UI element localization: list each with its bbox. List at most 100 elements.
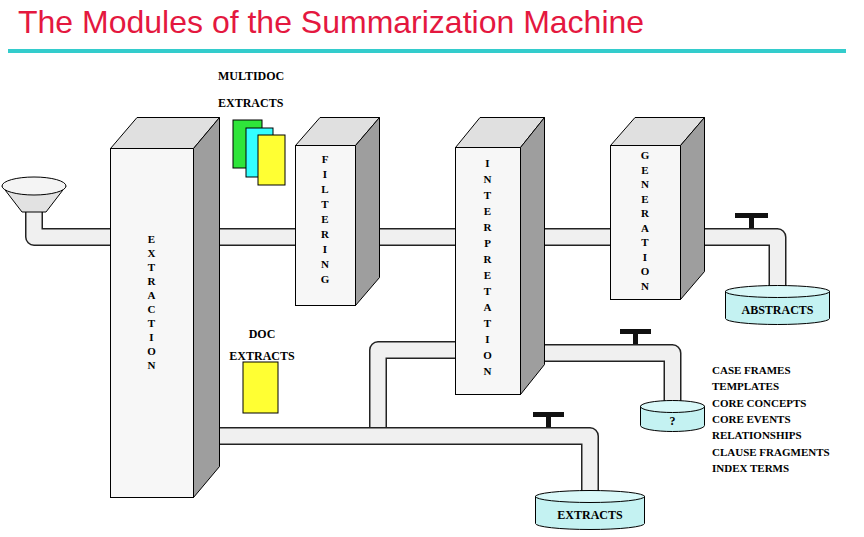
faucet-stem [633, 333, 638, 345]
cylinder-label-holder: EXTRACTS [535, 502, 645, 528]
module-letter: O [110, 344, 193, 358]
pipe-bore [545, 230, 610, 245]
module-front-face [111, 149, 194, 498]
module-box: INTERPRETATION [455, 117, 545, 395]
module-letter: I [455, 155, 520, 171]
storage-label: ? [670, 414, 676, 429]
funnel-rim [2, 177, 66, 195]
storage-top [641, 401, 705, 413]
pipe-outline [220, 228, 295, 246]
module-name: FILTERING [295, 152, 355, 287]
pipe-outline [220, 436, 590, 492]
module-letter: I [295, 242, 355, 257]
storage-label: EXTRACTS [557, 508, 622, 523]
module-letter: T [455, 315, 520, 331]
module-letter: R [610, 206, 680, 221]
module-front-face [296, 146, 356, 306]
module-letter: N [295, 257, 355, 272]
pipe-connector [220, 237, 295, 238]
pipe-connector [380, 237, 455, 238]
document-sheet [258, 135, 285, 185]
pipe-outline [545, 353, 673, 402]
pipe-outline [705, 237, 778, 287]
module-letter: R [295, 227, 355, 242]
pipe-outline [380, 228, 455, 246]
module-letter: F [295, 152, 355, 167]
faucet-stem [546, 416, 551, 428]
title-rule [8, 49, 846, 53]
module-letter: A [610, 221, 680, 236]
module-letter: T [110, 316, 193, 330]
output-list-item: CLAUSE FRAGMENTS [712, 445, 830, 459]
module-letter: E [110, 232, 193, 246]
module-letter: E [610, 192, 680, 207]
module-letter: G [295, 272, 355, 287]
module-box: GENERATION [610, 117, 705, 300]
module-name: GENERATION [610, 148, 680, 293]
module-letter: E [455, 267, 520, 283]
module-letter: T [455, 283, 520, 299]
module-letter: O [610, 264, 680, 279]
module-letter: N [610, 279, 680, 294]
storage-cylinder: EXTRACTS [535, 490, 645, 530]
storage-label: ABSTRACTS [741, 303, 813, 318]
module-letter: I [610, 250, 680, 265]
module-letter: R [455, 219, 520, 235]
module-name: INTERPRETATION [455, 155, 520, 379]
output-list-item: INDEX TERMS [712, 461, 789, 475]
module-letter: N [455, 363, 520, 379]
module-outline [455, 117, 545, 395]
module-letter: N [610, 177, 680, 192]
module-letter: P [455, 235, 520, 251]
module-box: FILTERING [295, 117, 380, 306]
module-outline [295, 117, 380, 306]
module-letter: E [455, 203, 520, 219]
module-side-face [681, 118, 705, 300]
pipe-bore [220, 436, 590, 492]
storage-cylinder: ? [640, 400, 705, 432]
module-front-face [456, 148, 521, 395]
module-letter: T [610, 235, 680, 250]
pipe-bore [380, 230, 455, 245]
pipe-bore [545, 353, 673, 402]
diagram-title: The Modules of the Summarization Machine [18, 4, 644, 41]
module-letter: O [455, 347, 520, 363]
module-letter: I [295, 167, 355, 182]
module-box: EXTRACTION [110, 117, 220, 498]
module-side-face [521, 118, 545, 395]
module-letter: G [610, 148, 680, 163]
module-letter: L [295, 182, 355, 197]
module-side-face [194, 118, 220, 498]
module-letter: E [295, 212, 355, 227]
output-list-item: CASE FRAMES [712, 363, 791, 377]
module-letter: N [110, 358, 193, 372]
cylinder-label-holder: ? [640, 412, 705, 430]
module-letter: C [110, 302, 193, 316]
module-letter: T [455, 187, 520, 203]
module-letter: R [110, 274, 193, 288]
output-list-item: TEMPLATES [712, 379, 779, 393]
module-letter: X [110, 246, 193, 260]
storage-cylinder: ABSTRACTS [725, 285, 830, 325]
module-letter: I [110, 330, 193, 344]
module-letter: I [455, 331, 520, 347]
pipe-outline [545, 228, 610, 246]
storage-top [536, 491, 645, 503]
module-letter: R [455, 251, 520, 267]
output-list-item: RELATIONSHIPS [712, 428, 802, 442]
bin-label: MULTIDOC EXTRACTS [218, 63, 306, 117]
module-letter: T [295, 197, 355, 212]
module-letter: A [110, 288, 193, 302]
output-list-item: CORE EVENTS [712, 412, 791, 426]
pipe-connector [545, 237, 610, 238]
output-list-item: CORE CONCEPTS [712, 396, 806, 410]
module-letter: N [455, 171, 520, 187]
cylinder-label-holder: ABSTRACTS [725, 297, 830, 323]
module-letter: E [610, 163, 680, 178]
module-label-holder: FILTERING [295, 152, 355, 287]
module-letter: A [455, 299, 520, 315]
pipe-connector [545, 353, 673, 402]
pipe-bore [220, 230, 295, 245]
module-label-holder: INTERPRETATION [455, 155, 520, 379]
module-side-face [356, 118, 380, 306]
